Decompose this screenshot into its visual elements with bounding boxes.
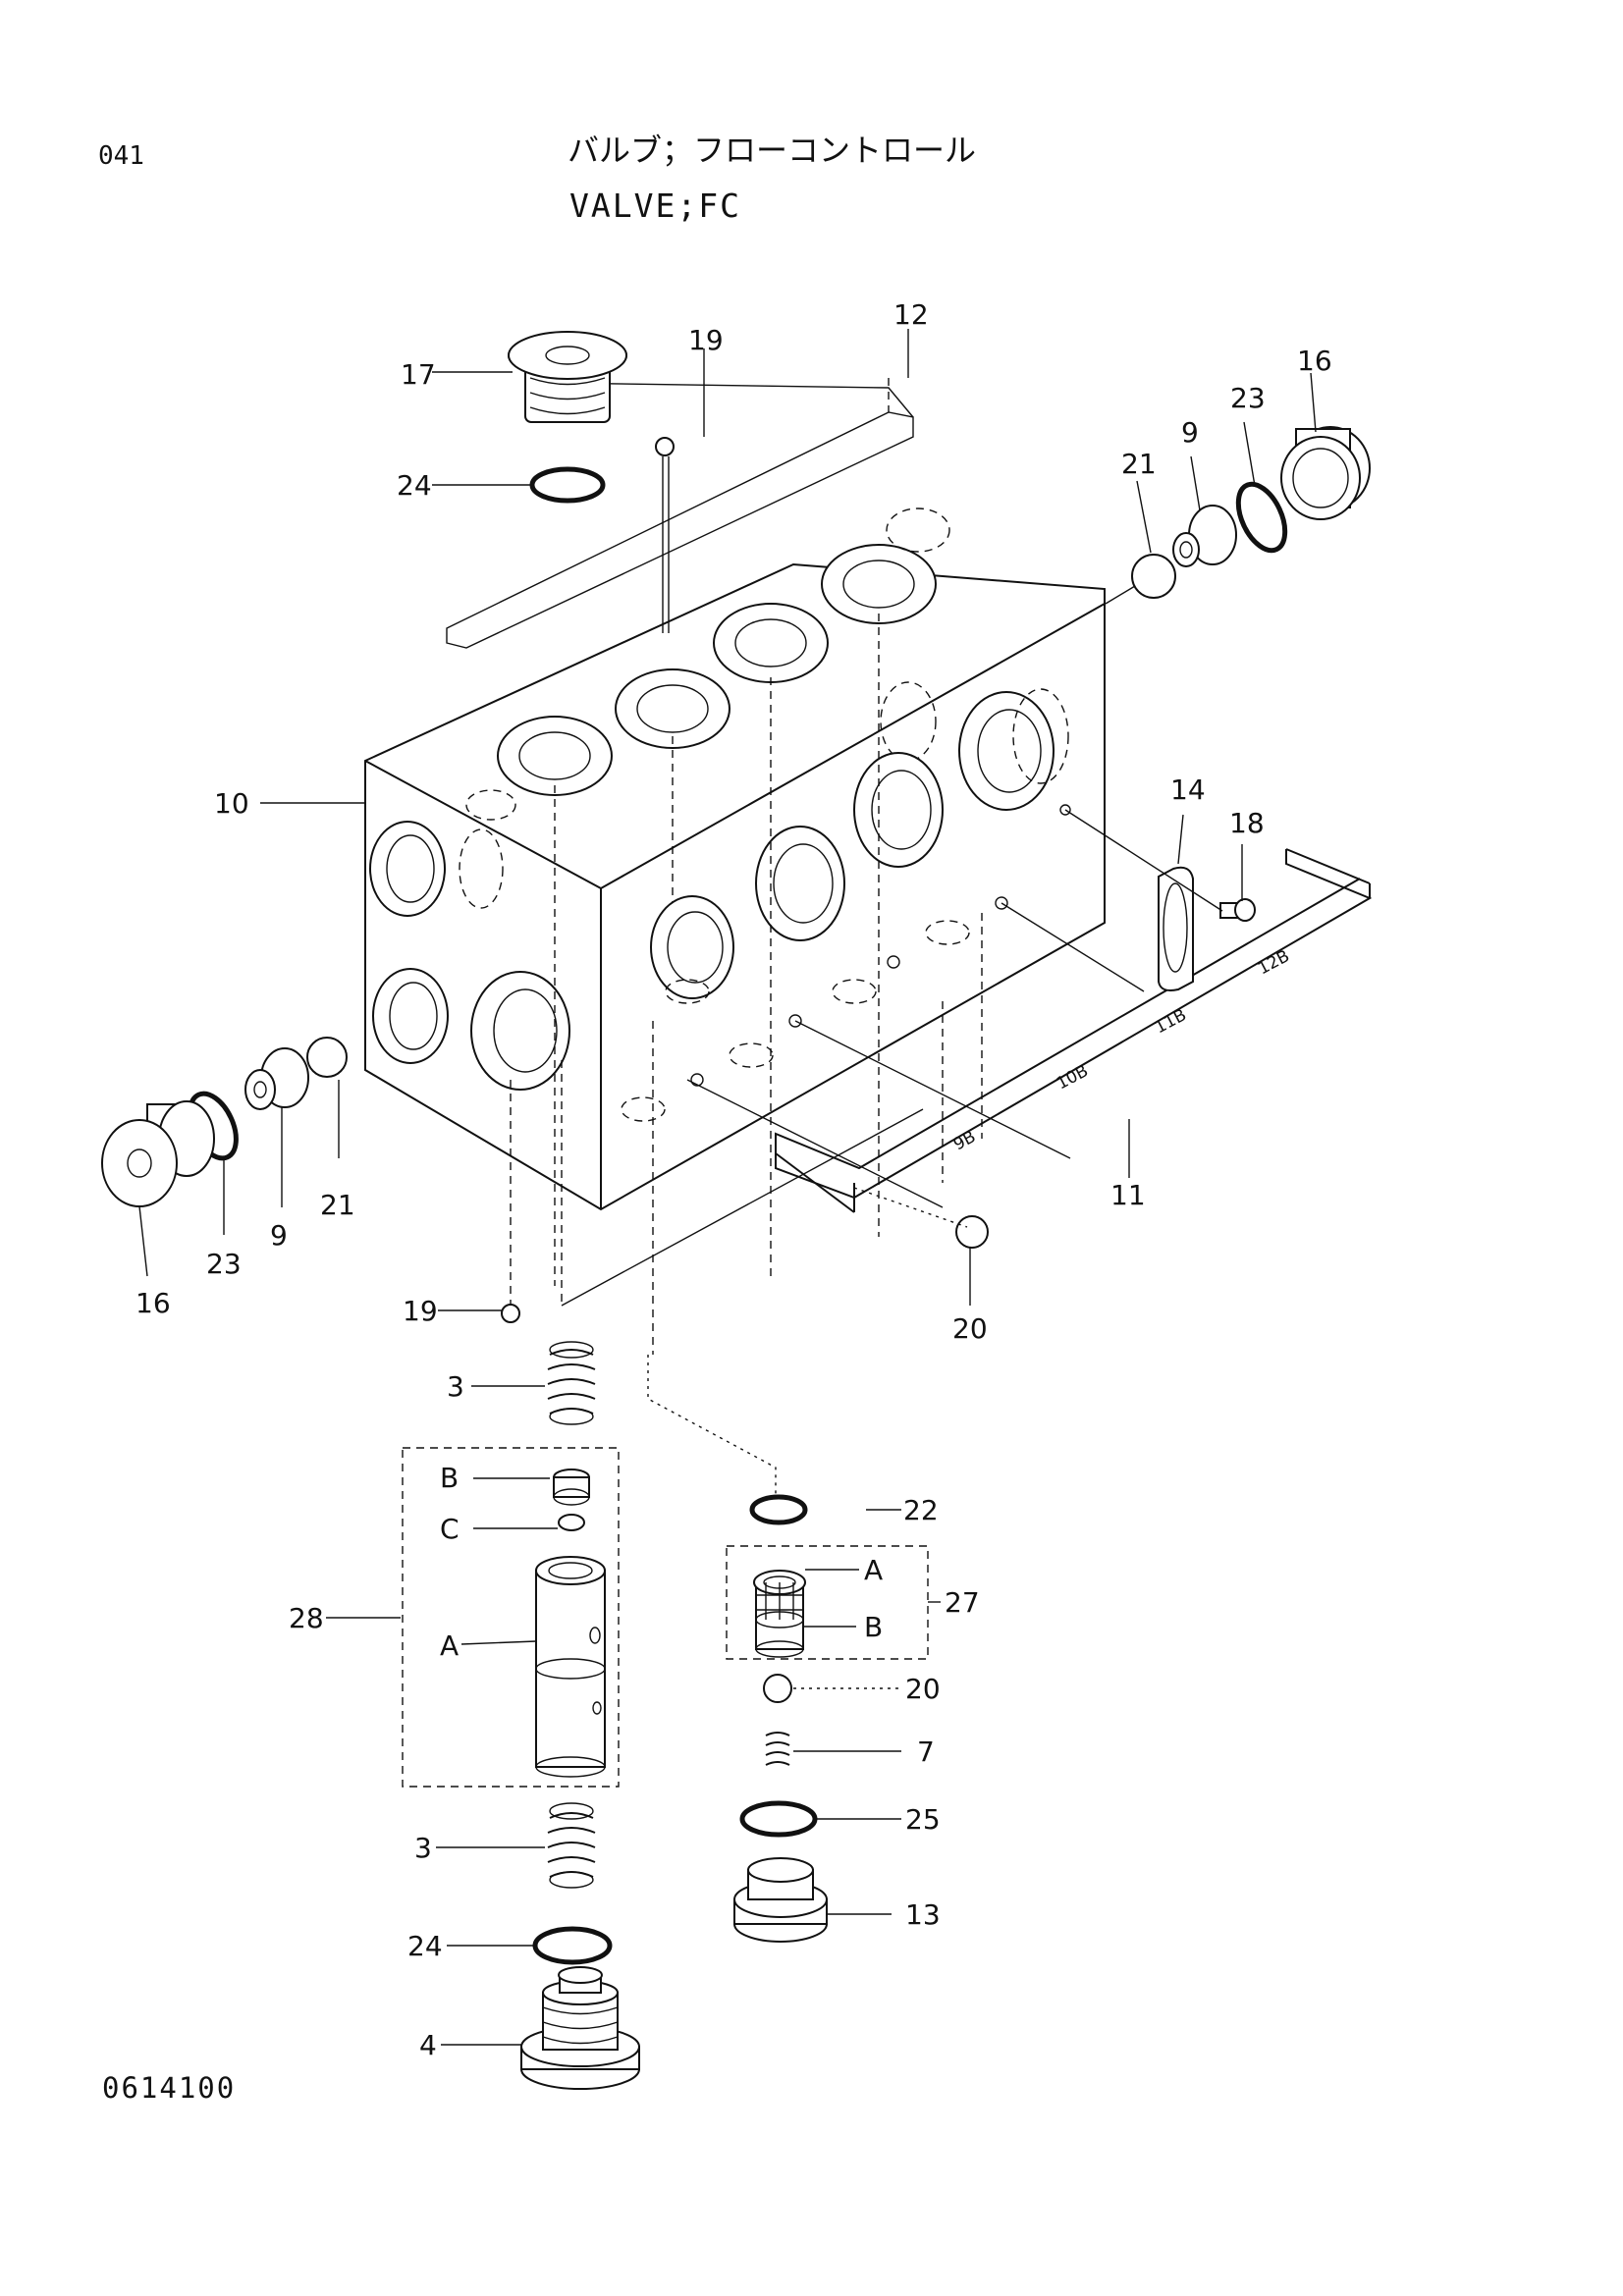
spring-3-lower	[547, 1802, 596, 1889]
callout-9: 9	[1181, 416, 1199, 449]
callout-13: 13	[905, 1898, 941, 1931]
callout-7: 7	[917, 1735, 935, 1768]
o-ring-23-right	[1235, 481, 1288, 554]
o-ring-25	[739, 1800, 818, 1838]
cartridge-part-b	[553, 1468, 590, 1506]
bracket-label: 11B	[1152, 1005, 1190, 1038]
callout-16: 16	[135, 1287, 171, 1319]
spring-3-upper	[547, 1341, 596, 1425]
callout-3: 3	[447, 1370, 464, 1403]
callout-23: 23	[206, 1248, 242, 1280]
callout-14: 14	[1170, 774, 1206, 806]
callout-11: 11	[1110, 1179, 1146, 1211]
plug-16-right	[1280, 426, 1371, 520]
plug-16-left	[101, 1100, 215, 1207]
callout-21: 21	[320, 1189, 355, 1221]
callout-b: B	[864, 1611, 883, 1643]
page-number: 041	[98, 141, 144, 171]
callout-17: 17	[401, 358, 436, 391]
callout-24: 24	[397, 469, 432, 502]
callout-12: 12	[893, 298, 929, 331]
callout-a: A	[440, 1629, 459, 1662]
title-english: VALVE;FC	[569, 187, 741, 225]
callout-b: B	[440, 1462, 459, 1494]
callout-a: A	[864, 1554, 883, 1586]
valve-block	[364, 507, 1106, 1355]
drawing-number: 0614100	[102, 2071, 237, 2105]
callout-19: 19	[403, 1295, 438, 1327]
plug-13	[733, 1857, 828, 1943]
cartridge-28-box	[402, 1447, 620, 1788]
callout-27: 27	[945, 1586, 980, 1619]
o-ring-24-bottom	[532, 1926, 613, 1965]
callout-25: 25	[905, 1803, 941, 1836]
o-ring-22	[749, 1494, 808, 1525]
callout-21: 21	[1121, 448, 1157, 480]
callout-20: 20	[952, 1312, 988, 1345]
callout-19: 19	[688, 324, 724, 356]
cartridge-part-c	[558, 1514, 585, 1531]
filter-27	[753, 1570, 806, 1658]
callout-23: 23	[1230, 382, 1266, 414]
plate-14	[1158, 866, 1194, 991]
ball-19-bottom	[501, 1304, 520, 1323]
plug-9-left	[244, 1047, 309, 1110]
ball-20-upper	[955, 1215, 989, 1249]
ball-21-left	[306, 1037, 348, 1078]
ball-19-top	[655, 437, 675, 456]
callout-18: 18	[1229, 807, 1265, 839]
bracket-label: 10B	[1054, 1061, 1092, 1094]
ball-21-right	[1131, 554, 1176, 599]
callout-4: 4	[419, 2029, 437, 2061]
callout-16: 16	[1297, 345, 1332, 377]
cartridge-part-a	[535, 1556, 606, 1778]
callout-c: C	[440, 1513, 460, 1545]
filter-27-box	[726, 1545, 929, 1660]
callout-3: 3	[414, 1832, 432, 1864]
callout-9: 9	[270, 1219, 288, 1252]
callout-24: 24	[407, 1930, 443, 1962]
plate-12	[446, 378, 914, 649]
bracket-label: 12B	[1255, 946, 1293, 979]
ball-20-lower	[763, 1674, 792, 1703]
callout-20: 20	[905, 1673, 941, 1705]
leader-lines	[138, 329, 1317, 2046]
title-japanese: バルブ；フローコントロール	[568, 132, 977, 169]
spring-7	[765, 1732, 790, 1766]
plug-9-right	[1172, 505, 1237, 567]
callout-10: 10	[214, 787, 249, 820]
callout-28: 28	[289, 1602, 324, 1634]
plug-4	[520, 1966, 640, 2090]
screw-18	[1219, 898, 1256, 922]
bracket-label: 9B	[950, 1127, 979, 1154]
callout-22: 22	[903, 1494, 939, 1526]
callouts: 17 19 12 24 16 23 9 21 10 14 18 16 23 9 …	[135, 298, 1332, 2061]
plug-17	[508, 331, 627, 423]
o-ring-24-top	[529, 466, 606, 504]
